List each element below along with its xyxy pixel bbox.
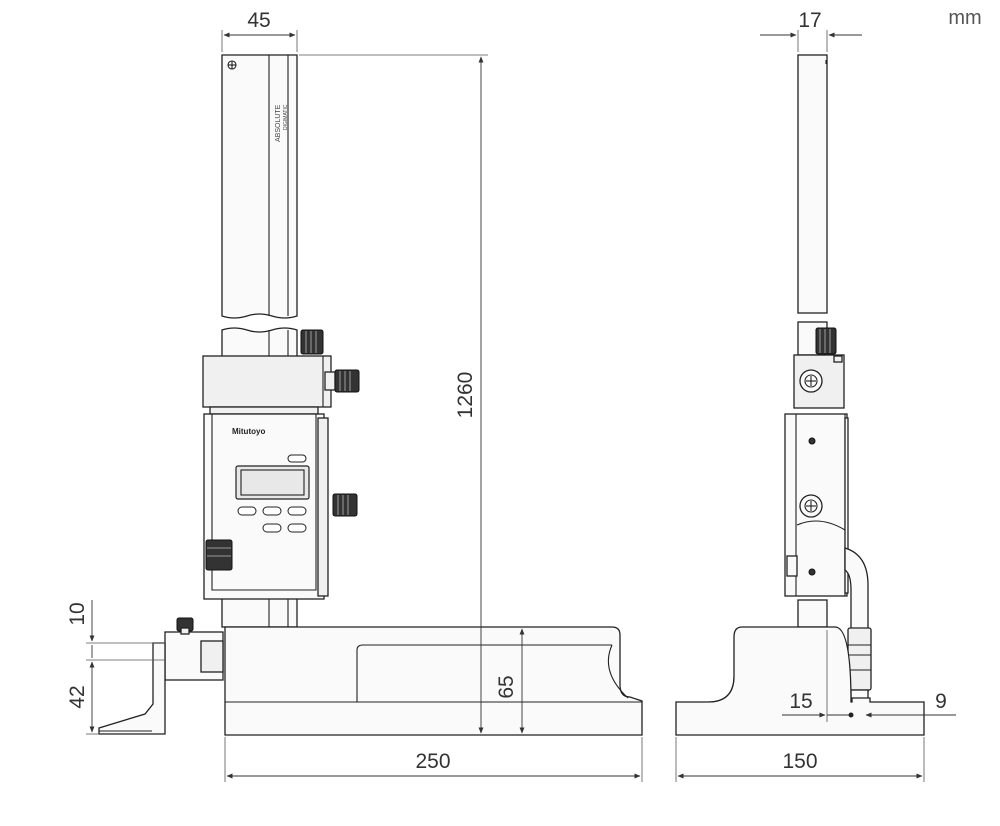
dim-base-width: 150 (675, 737, 925, 782)
origin-button[interactable] (287, 454, 307, 463)
front-base (224, 626, 643, 736)
fine-feed-block (202, 329, 360, 415)
front-scriber-jaw (98, 617, 224, 735)
unit-label: mm (948, 7, 981, 29)
dim-label-15: 15 (789, 690, 812, 713)
dim-scriber: 15 9 (782, 630, 956, 722)
dim-label-1260: 1260 (454, 372, 477, 419)
dim-label-9: 9 (935, 690, 947, 713)
dim-label-45: 45 (247, 9, 270, 32)
side-view: 17 15 9 150 (675, 9, 956, 782)
front-view: ABSOLUTE DIGIMATIC (66, 9, 643, 782)
dim-label-17: 17 (798, 9, 821, 32)
dim-jaw: 10 42 (66, 600, 165, 735)
side-scriber-arm (844, 547, 872, 701)
digital-display-unit: Mitutoyo (203, 413, 358, 600)
side-base (675, 626, 925, 736)
lock-knob[interactable] (332, 493, 358, 517)
button-1[interactable] (237, 506, 257, 516)
button-4[interactable] (262, 523, 282, 533)
side-fine-feed-block (793, 327, 845, 409)
dim-base-height: 65 (495, 628, 525, 734)
dim-label-65: 65 (495, 675, 518, 698)
fine-feed-knob-side[interactable] (334, 369, 360, 393)
button-5[interactable] (287, 523, 307, 533)
side-display-unit (784, 413, 849, 597)
dim-label-10: 10 (66, 602, 89, 625)
side-fine-feed-knob[interactable] (815, 327, 837, 355)
dim-label-42: 42 (66, 685, 89, 708)
dim-base-length: 250 (224, 737, 643, 782)
dim-column-width: 45 (221, 9, 298, 52)
dim-column-thickness: 17 (760, 9, 862, 52)
dim-label-150: 150 (782, 750, 817, 773)
button-3[interactable] (287, 506, 307, 516)
column-sub-label: DIGIMATIC (283, 104, 289, 130)
display-brand-label: Mitutoyo (232, 427, 265, 436)
fine-feed-knob-top[interactable] (300, 329, 324, 355)
front-column: ABSOLUTE DIGIMATIC (221, 54, 298, 628)
lcd-screen (235, 465, 310, 500)
dim-label-250: 250 (415, 750, 450, 773)
button-2[interactable] (262, 506, 282, 516)
column-brand-label: ABSOLUTE (275, 104, 282, 142)
dim-height-range: 1260 (299, 54, 488, 734)
clamp-lever[interactable] (205, 539, 233, 571)
